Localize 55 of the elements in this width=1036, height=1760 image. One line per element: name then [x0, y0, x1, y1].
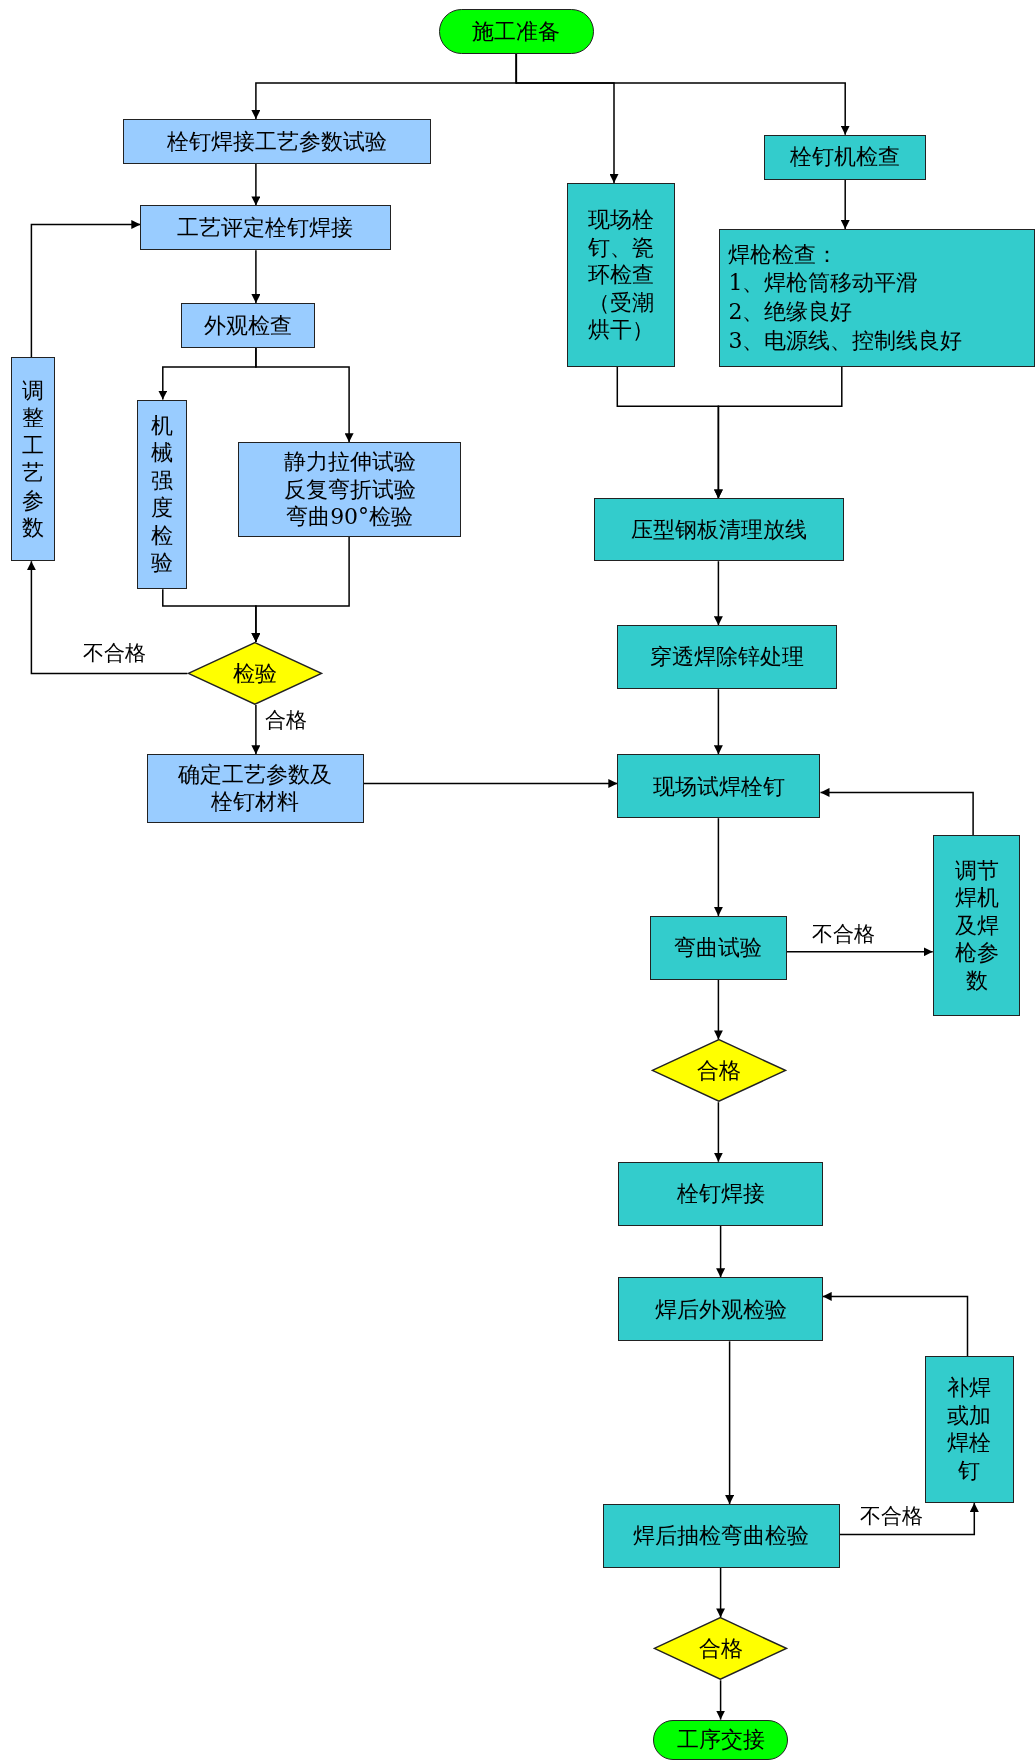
arrow — [515, 53, 850, 136]
process-box: 现场栓钉、瓷环检查（受潮烘干） — [566, 182, 675, 367]
arrow — [26, 560, 189, 675]
process-box: 焊后抽检弯曲检验 — [602, 1504, 840, 1568]
process-box: 栓钉焊接工艺参数试验 — [123, 118, 431, 164]
list-item: 1、焊枪筒移动平滑 — [728, 269, 919, 298]
terminal-box: 施工准备 — [438, 8, 594, 54]
arrow — [30, 220, 142, 358]
arrow — [362, 779, 619, 788]
decision-text: 合格 — [696, 1057, 741, 1085]
process-box: 栓钉机检查 — [764, 134, 926, 180]
arrow — [786, 947, 934, 957]
arrow — [255, 347, 354, 443]
process-box: 弯曲试验 — [649, 915, 787, 980]
process-box: 栓钉焊接 — [618, 1161, 823, 1226]
arrow — [713, 979, 723, 1041]
edge-label: 不合格 — [857, 1505, 925, 1529]
arrow — [716, 1224, 726, 1279]
arrow — [713, 1101, 723, 1163]
list-item: 2、绝缘良好 — [728, 298, 853, 326]
arrow — [713, 366, 843, 500]
arrow — [251, 535, 350, 643]
decision-text: 检验 — [233, 659, 278, 688]
arrow — [713, 817, 723, 917]
arrow — [819, 787, 974, 836]
list-item: 3、电源线、控制线良好 — [728, 326, 963, 355]
process-box: 外观检查 — [180, 303, 316, 348]
process-box: 补焊或加焊栓钉 — [924, 1355, 1014, 1503]
process-box: 穿透焊除锌处理 — [617, 625, 838, 690]
process-box: 焊后外观检验 — [618, 1277, 823, 1342]
process-box: 调节焊机及焊枪参数 — [932, 835, 1021, 1016]
process-box: 静力拉伸试验反复弯折试验弯曲90°检验 — [237, 442, 462, 537]
terminal-box: 工序交接 — [653, 1719, 788, 1760]
heading-text: 焊枪检查： — [728, 240, 839, 269]
arrow — [838, 1502, 979, 1536]
decision-text: 合格 — [698, 1635, 743, 1663]
arrow — [251, 249, 261, 304]
edge-label: 合格 — [262, 709, 309, 733]
process-box: 调整工艺参数 — [11, 356, 55, 562]
process-box: 工艺评定栓钉焊接 — [140, 205, 391, 251]
process-box: 压型钢板清理放线 — [593, 498, 845, 562]
arrow — [713, 560, 723, 626]
arrow — [251, 163, 261, 207]
arrow — [251, 704, 261, 756]
process-box — [719, 228, 1035, 367]
arrow — [840, 178, 850, 230]
process-box: 现场试焊栓钉 — [617, 754, 821, 819]
arrow — [716, 1567, 726, 1619]
process-box: 机械强度检验 — [136, 399, 188, 590]
arrow — [716, 1679, 726, 1721]
arrow — [725, 1340, 735, 1505]
process-box: 确定工艺参数及栓钉材料 — [147, 754, 364, 823]
arrow — [713, 688, 723, 756]
arrow — [821, 1291, 969, 1357]
edge-label: 不合格 — [80, 642, 148, 666]
